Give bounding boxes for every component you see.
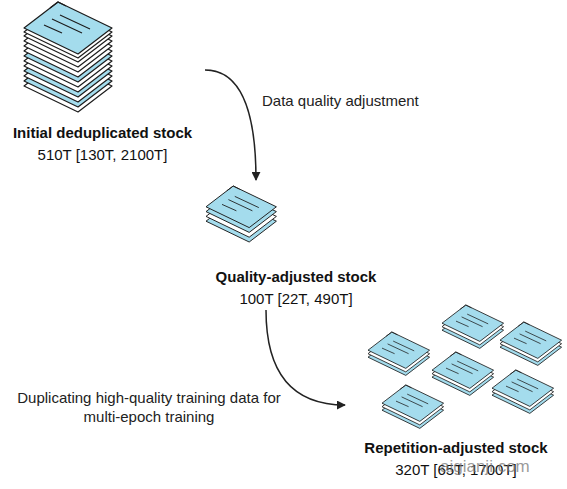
stock-estimate: 100T [22T, 490T] <box>239 288 352 310</box>
paper-stack-medium <box>206 186 276 242</box>
watermark-text: aigianji.com <box>440 457 530 477</box>
paper-stack-small <box>442 305 504 348</box>
stock-estimate: 510T [130T, 2100T] <box>38 144 168 166</box>
stock-node: Initial deduplicated stock510T [130T, 21… <box>0 0 205 166</box>
stock-name: Quality-adjusted stock <box>216 266 377 288</box>
paper-stack-large <box>24 2 112 112</box>
edge-label: Data quality adjustment <box>262 91 482 110</box>
paper-stack-small <box>500 322 562 365</box>
paper-stack-small <box>432 352 494 395</box>
stock-name: Repetition-adjusted stock <box>364 437 547 459</box>
curved-arrow <box>205 70 256 180</box>
paper-stack-small <box>382 385 444 428</box>
stock-node: Quality-adjusted stock100T [22T, 490T] <box>196 180 396 310</box>
stock-name: Initial deduplicated stock <box>13 122 192 144</box>
paper-stack-small <box>368 332 430 375</box>
edge-label: Duplicating high-quality training data f… <box>10 388 288 426</box>
paper-stack-small <box>492 370 554 413</box>
stock-node: Repetition-adjusted stock320T [65T, 1700… <box>345 300 567 481</box>
